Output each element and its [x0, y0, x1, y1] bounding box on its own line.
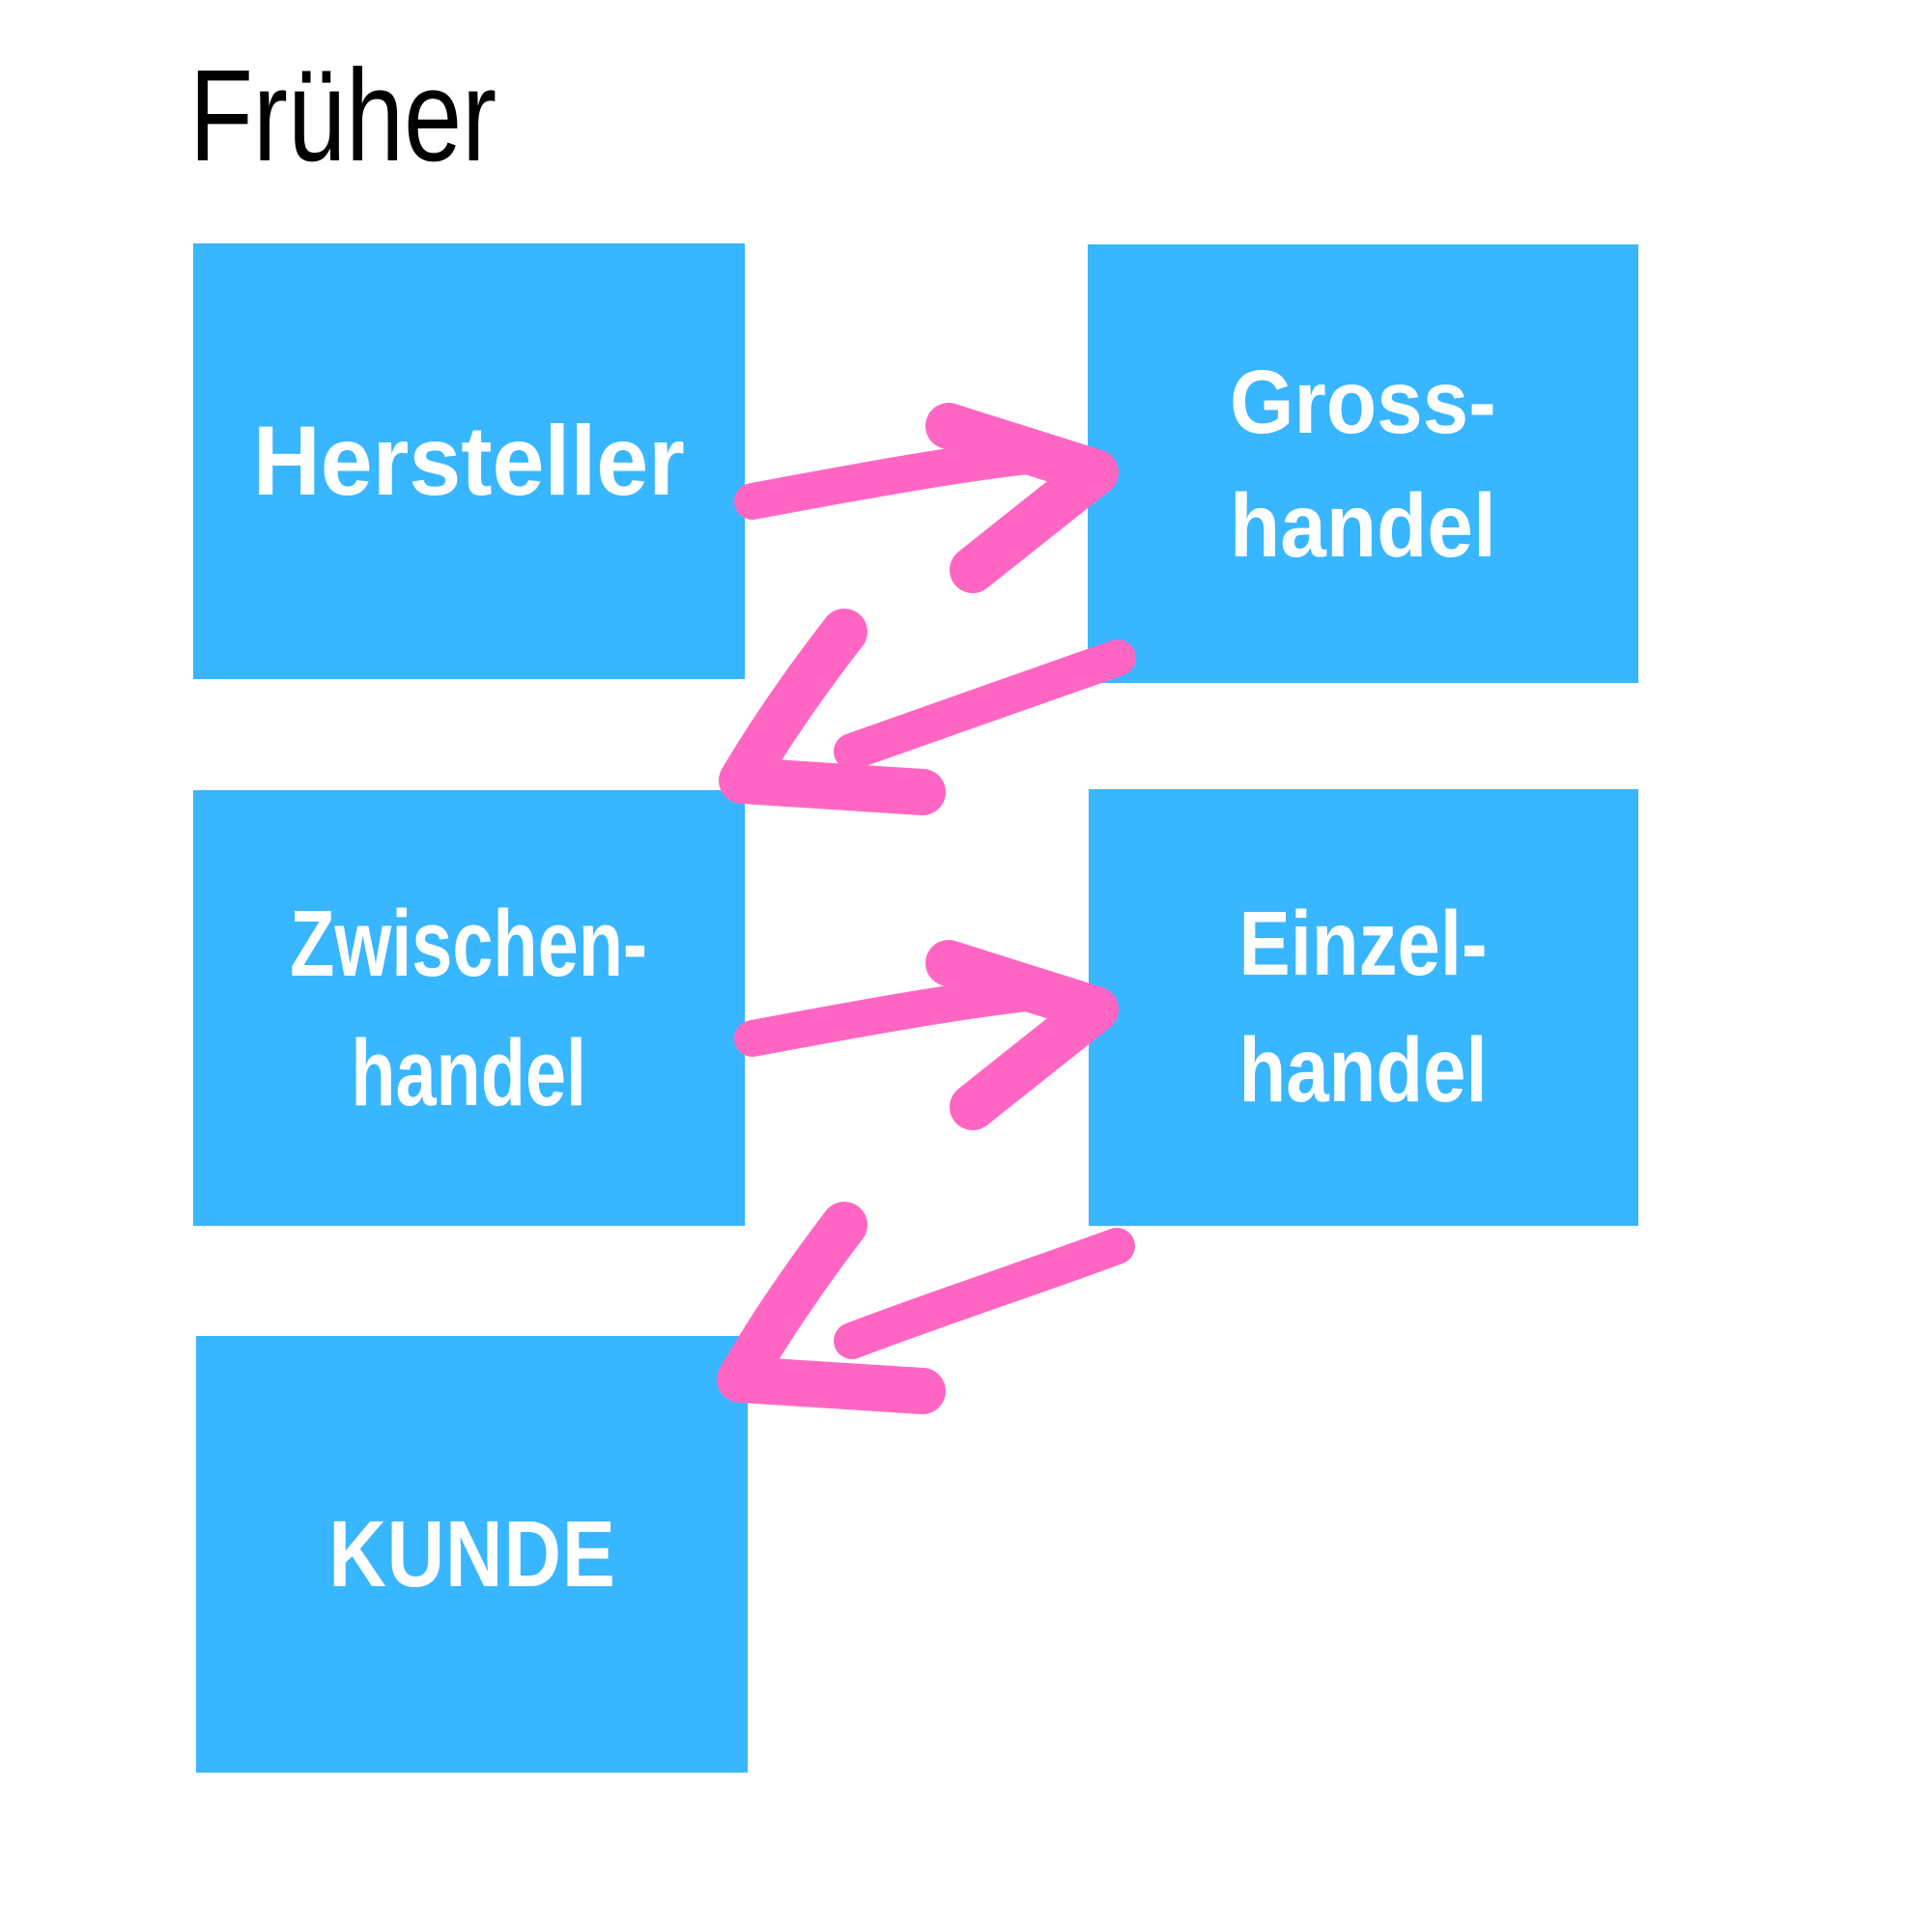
box-kunde-label: KUNDE [327, 1501, 616, 1607]
box-hersteller-label-wrap: Hersteller [253, 393, 685, 529]
box-grosshandel-label-wrap: Gross- handel [1230, 340, 1496, 588]
diagram-title: Früher [189, 43, 497, 188]
box-zwischenhandel-label-wrap: Zwischen- handel [291, 879, 648, 1138]
box-kunde: KUNDE [196, 1336, 748, 1773]
box-hersteller: Hersteller [193, 243, 745, 679]
box-zwischenhandel-label-line2: handel [351, 1019, 587, 1125]
box-kunde-label-wrap: KUNDE [328, 1490, 615, 1619]
arrow-zwischenhandel-to-einzelhandel-icon [734, 940, 1119, 1130]
box-zwischenhandel-label-line1: Zwischen- [290, 890, 648, 996]
box-zwischenhandel: Zwischen- handel [193, 790, 745, 1226]
arrow-einzelhandel-to-kunde-icon [717, 1202, 1135, 1414]
box-grosshandel-label-line2: handel [1230, 475, 1496, 576]
box-einzelhandel-label-wrap: Einzel- handel [1239, 881, 1488, 1134]
box-hersteller-label: Hersteller [252, 406, 686, 517]
arrow-hersteller-to-grosshandel-icon [734, 403, 1119, 593]
arrow-grosshandel-to-zwischenhandel-icon [719, 609, 1136, 815]
box-grosshandel-label-line1: Gross- [1230, 351, 1496, 452]
box-einzelhandel: Einzel- handel [1089, 789, 1638, 1226]
box-einzelhandel-label-line2: handel [1238, 1019, 1489, 1122]
box-grosshandel: Gross- handel [1088, 244, 1638, 683]
box-einzelhandel-label-line1: Einzel- [1238, 892, 1489, 995]
